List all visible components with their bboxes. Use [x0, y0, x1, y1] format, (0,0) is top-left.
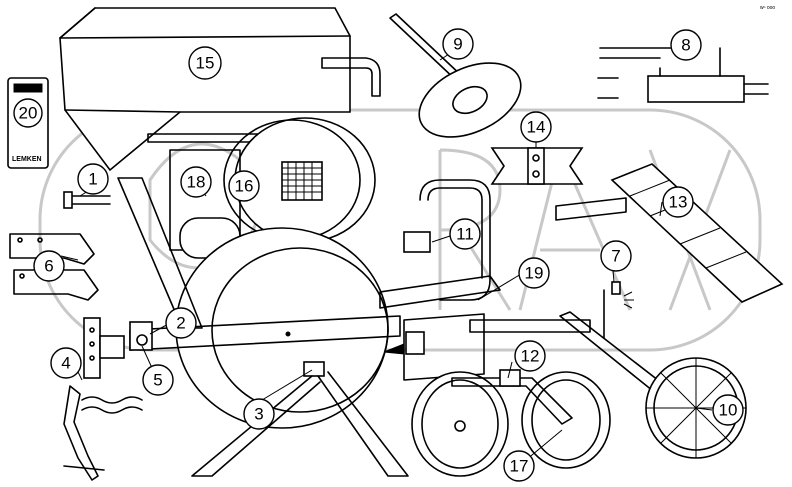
svg-text:2: 2	[176, 314, 185, 333]
callout-9: 9	[442, 28, 474, 60]
svg-text:12: 12	[521, 347, 540, 366]
callout-10: 10	[712, 394, 744, 426]
svg-text:5: 5	[153, 371, 162, 390]
callout-6: 6	[33, 250, 65, 282]
svg-text:1: 1	[88, 170, 97, 189]
reference-code: wⁿ ooo	[760, 5, 775, 11]
svg-text:8: 8	[681, 36, 690, 55]
disc-coulter	[389, 13, 522, 138]
watermark	[38, 108, 762, 352]
drive-housing	[169, 117, 376, 259]
callout-14: 14	[520, 111, 552, 143]
svg-text:16: 16	[235, 177, 254, 196]
callout-20: 20	[13, 98, 43, 128]
brand-label: LEMKEN	[12, 156, 42, 163]
callout-12: 12	[514, 340, 546, 372]
callout-4: 4	[50, 347, 82, 379]
callout-18: 18	[180, 166, 212, 198]
svg-text:6: 6	[44, 257, 53, 276]
callout-5: 5	[142, 364, 174, 396]
hydraulic-cylinder	[597, 47, 769, 103]
mounting-plates	[9, 233, 99, 301]
seed-hopper	[59, 7, 381, 172]
callout-11: 11	[449, 218, 481, 250]
callout-8: 8	[670, 29, 702, 61]
svg-text:20: 20	[19, 104, 38, 123]
svg-text:3: 3	[254, 405, 263, 424]
svg-text:13: 13	[669, 193, 688, 212]
callout-15: 15	[188, 46, 222, 80]
step-ladder	[555, 163, 784, 303]
callout-1: 1	[77, 163, 109, 195]
spring-tine	[63, 317, 143, 481]
svg-text:10: 10	[719, 401, 738, 420]
svg-text:18: 18	[187, 173, 206, 192]
svg-text:14: 14	[527, 118, 546, 137]
callout-3: 3	[243, 398, 275, 430]
svg-text:4: 4	[61, 354, 70, 373]
callout-7: 7	[600, 240, 632, 272]
svg-text:15: 15	[196, 54, 215, 73]
callout-17: 17	[503, 450, 535, 482]
svg-text:9: 9	[453, 35, 462, 54]
main-wheel	[175, 227, 389, 429]
callout-19: 19	[518, 257, 550, 289]
svg-text:17: 17	[510, 457, 529, 476]
bracket	[490, 147, 584, 185]
callout-2: 2	[165, 307, 197, 339]
callout-16: 16	[228, 170, 260, 202]
svg-text:11: 11	[456, 225, 474, 244]
press-wheels	[411, 369, 611, 477]
svg-text:19: 19	[525, 264, 544, 283]
callout-13: 13	[662, 186, 694, 218]
svg-text:7: 7	[611, 247, 620, 266]
